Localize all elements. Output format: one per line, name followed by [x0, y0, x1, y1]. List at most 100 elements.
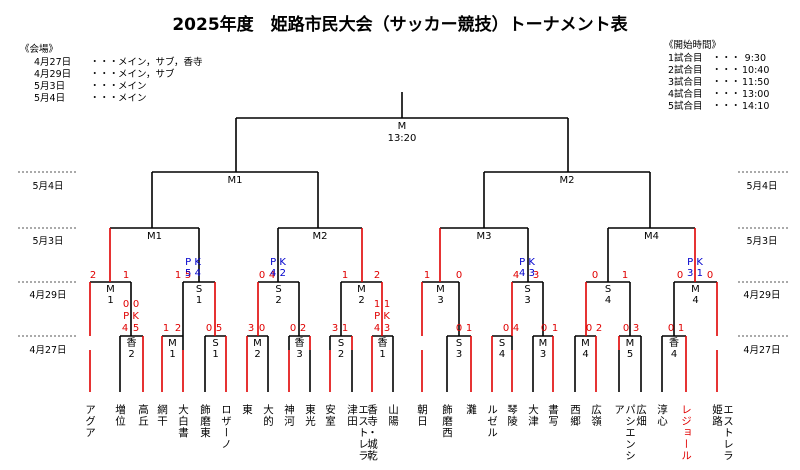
- match-venue-label: S: [196, 284, 202, 295]
- quarter-label: M1: [147, 231, 162, 242]
- time-dots: ・・・: [712, 101, 741, 112]
- match-number-label: 4: [692, 295, 698, 306]
- match-number-label: 1: [196, 295, 202, 306]
- score-label: 1: [342, 270, 348, 281]
- score-label: 3: [332, 323, 338, 334]
- match-venue-label: 香: [127, 337, 137, 349]
- time-dots: ・・・: [712, 89, 741, 100]
- time-game: 3試合目: [668, 77, 703, 88]
- score-label: 4: [374, 323, 380, 334]
- score-label: 0: [456, 270, 462, 281]
- pk-label: P K: [687, 257, 703, 268]
- score-label: 5: [185, 270, 191, 281]
- team-name: 網干: [156, 404, 168, 427]
- score-label: 4: [122, 323, 128, 334]
- team-name: 広畑: [635, 404, 647, 427]
- venue-name: メイン，サブ，香寺: [118, 57, 203, 68]
- quarter-label: M4: [644, 231, 659, 242]
- final-label: M: [398, 121, 407, 132]
- venue-heading: 《会場》: [20, 44, 59, 55]
- score-label: 0: [259, 323, 265, 334]
- match-venue-label: S: [212, 338, 218, 349]
- venue-name: メイン: [118, 81, 147, 92]
- match-number-label: 2: [254, 349, 260, 360]
- score-label: 0: [677, 270, 683, 281]
- match-number-label: 1: [379, 349, 385, 360]
- venue-dots: ・・・: [90, 69, 119, 80]
- team-name: 飾磨東: [199, 404, 211, 439]
- team-name: 大白書: [177, 404, 189, 439]
- time-heading: 《開始時間》: [664, 40, 722, 51]
- match-number-label: 4: [582, 349, 588, 360]
- score-label: 1: [342, 323, 348, 334]
- time-game: 5試合目: [668, 101, 703, 112]
- match-venue-label: 香: [378, 337, 388, 349]
- score-label: 0: [456, 323, 462, 334]
- match-number-label: 2: [358, 295, 364, 306]
- match-number-label: 4: [605, 295, 611, 306]
- score-label: 1: [424, 270, 430, 281]
- score-label: 0: [707, 270, 713, 281]
- score-label: 1: [552, 323, 558, 334]
- team-name: 東: [241, 404, 253, 416]
- score-label: 4: [513, 270, 519, 281]
- score-label: 0: [133, 299, 139, 310]
- match-venue-label: S: [605, 284, 611, 295]
- score-label: 3: [248, 323, 254, 334]
- score-label: 5: [216, 323, 222, 334]
- pk-label: P K: [270, 257, 286, 268]
- match-venue-label: S: [499, 338, 505, 349]
- venue-date: 5月3日: [34, 81, 66, 92]
- score-label: 0: [206, 323, 212, 334]
- team-name: 山陽: [387, 404, 399, 427]
- venue-date: 4月29日: [34, 69, 72, 80]
- round-date-right: 5月3日: [746, 236, 777, 247]
- time-value: 11:50: [742, 77, 770, 88]
- match-venue-label: S: [456, 338, 462, 349]
- score-label: 4: [269, 270, 275, 281]
- round-date-right: 4月27日: [743, 345, 780, 356]
- pk-label: 4 2: [270, 268, 286, 279]
- match-venue-label: M: [539, 338, 548, 349]
- match-venue-label: M: [106, 284, 115, 295]
- time-value: 10:40: [742, 65, 770, 76]
- final-time: 13:20: [388, 133, 417, 144]
- time-value: 9:30: [744, 53, 766, 64]
- pk-label: 4 3: [519, 268, 535, 279]
- score-label: 4: [513, 323, 519, 334]
- team-name: 灘: [465, 404, 477, 416]
- match-venue-label: S: [524, 284, 530, 295]
- page-title: 2025年度 姫路市民大会（サッカー競技）トーナメント表: [172, 15, 628, 35]
- match-number-label: 2: [338, 349, 344, 360]
- team-name: 大津: [527, 404, 539, 427]
- round-date-left: 5月4日: [32, 181, 63, 192]
- round-date-left: 5月3日: [32, 236, 63, 247]
- match-venue-label: M: [168, 338, 177, 349]
- match-number-label: 2: [128, 349, 134, 360]
- match-number-label: 3: [296, 349, 302, 360]
- time-game: 4試合目: [668, 89, 703, 100]
- score-label: 3: [533, 270, 539, 281]
- quarter-label: M2: [313, 231, 328, 242]
- match-venue-label: M: [436, 284, 445, 295]
- score-label: 0: [668, 323, 674, 334]
- score-label: 1: [384, 299, 390, 310]
- pk-label: 3 1: [687, 268, 703, 279]
- score-label: 0: [541, 323, 547, 334]
- venue-dots: ・・・: [90, 81, 119, 92]
- score-label: 0: [586, 323, 592, 334]
- match-venue-label: S: [275, 284, 281, 295]
- score-label: 2: [175, 323, 181, 334]
- match-number-label: 3: [524, 295, 530, 306]
- pk-label: P K: [185, 257, 201, 268]
- team-name: 安室: [324, 404, 336, 427]
- venue-date: 5月4日: [34, 93, 66, 104]
- score-label: 1: [678, 323, 684, 334]
- match-number-label: 3: [540, 349, 546, 360]
- match-number-label: 1: [107, 295, 113, 306]
- time-dots: ・・・: [712, 53, 741, 64]
- score-label: 1: [123, 270, 129, 281]
- time-dots: ・・・: [712, 65, 741, 76]
- score-label: 1: [374, 299, 380, 310]
